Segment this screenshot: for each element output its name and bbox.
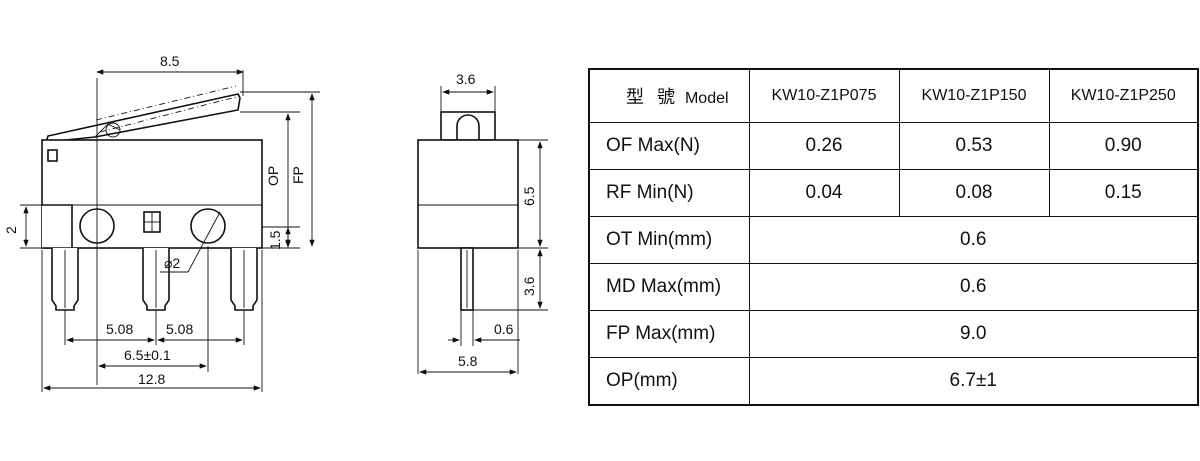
dim-width-total: 8.5 — [160, 53, 180, 69]
model-header-en: Model — [684, 90, 729, 107]
mounting-hole-right — [190, 208, 226, 244]
table-row: OP(mm) 6.7±1 — [588, 357, 1199, 406]
dim-pin-thickness: 0.6 — [494, 321, 514, 337]
table-cell: 0.15 — [1048, 169, 1199, 217]
dim-overall-length: 12.8 — [138, 371, 165, 387]
row-label: MD Max(mm) — [588, 263, 750, 311]
table-row: MD Max(mm) 0.6 — [588, 263, 1199, 311]
table-cell: 0.53 — [898, 122, 1050, 170]
dimension-drawing: 8.5 OP FP 1.5 2 ⌀2 5.08 5.08 6. — [3, 53, 548, 392]
row-label: OF Max(N) — [588, 122, 750, 170]
dim-fp-label: FP — [290, 166, 306, 184]
table-cell: 6.7±1 — [748, 357, 1199, 406]
table-cell: 0.90 — [1048, 122, 1199, 170]
table-cell: 0.08 — [898, 169, 1050, 217]
table-cell: 0.04 — [748, 169, 900, 217]
model-name: KW10-Z1P250 — [1048, 68, 1199, 123]
table-header-row: 型 號 Model KW10-Z1P075 KW10-Z1P150 KW10-Z1… — [588, 68, 1199, 123]
side-body — [417, 139, 519, 249]
front-view: 8.5 OP FP 1.5 2 ⌀2 5.08 5.08 6. — [3, 53, 320, 392]
table-cell: 0.6 — [748, 216, 1199, 264]
row-label: FP Max(mm) — [588, 310, 750, 358]
dim-pin-length: 3.6 — [521, 276, 537, 296]
dim-height-right: 1.5 — [267, 230, 283, 250]
model-header-cell: 型 號 Model — [588, 68, 750, 123]
spec-table: 型 號 Model KW10-Z1P075 KW10-Z1P150 KW10-Z1… — [588, 68, 1199, 406]
table-cell: 9.0 — [748, 310, 1199, 358]
table-row: OT Min(mm) 0.6 — [588, 216, 1199, 264]
dim-top-width: 3.6 — [456, 71, 476, 87]
dim-pitch-left: 5.08 — [106, 321, 133, 337]
table-row: FP Max(mm) 9.0 — [588, 310, 1199, 358]
dim-hole-diameter: ⌀2 — [164, 255, 180, 271]
plunger — [456, 114, 480, 141]
table-row: RF Min(N) 0.04 0.08 0.15 — [588, 169, 1199, 217]
dim-pitch-right: 5.08 — [166, 321, 193, 337]
dim-body-height: 6.5 — [521, 186, 537, 206]
dim-op-label: OP — [265, 166, 281, 186]
actuator-lever — [44, 93, 241, 143]
row-label: OP(mm) — [588, 357, 750, 406]
dim-hole-spacing: 6.5±0.1 — [124, 347, 171, 363]
model-name: KW10-Z1P150 — [898, 68, 1050, 123]
dim-height-left: 2 — [3, 226, 19, 234]
row-label: RF Min(N) — [588, 169, 750, 217]
model-name: KW10-Z1P075 — [748, 68, 900, 123]
table-row: OF Max(N) 0.26 0.53 0.90 — [588, 122, 1199, 170]
model-header-cjk: 型 號 — [625, 87, 679, 107]
dim-overall-width: 5.8 — [458, 353, 478, 369]
row-label: OT Min(mm) — [588, 216, 750, 264]
table-cell: 0.6 — [748, 263, 1199, 311]
table-cell: 0.26 — [748, 122, 900, 170]
side-view: 3.6 6.5 3.6 0.6 5.8 — [417, 71, 548, 375]
